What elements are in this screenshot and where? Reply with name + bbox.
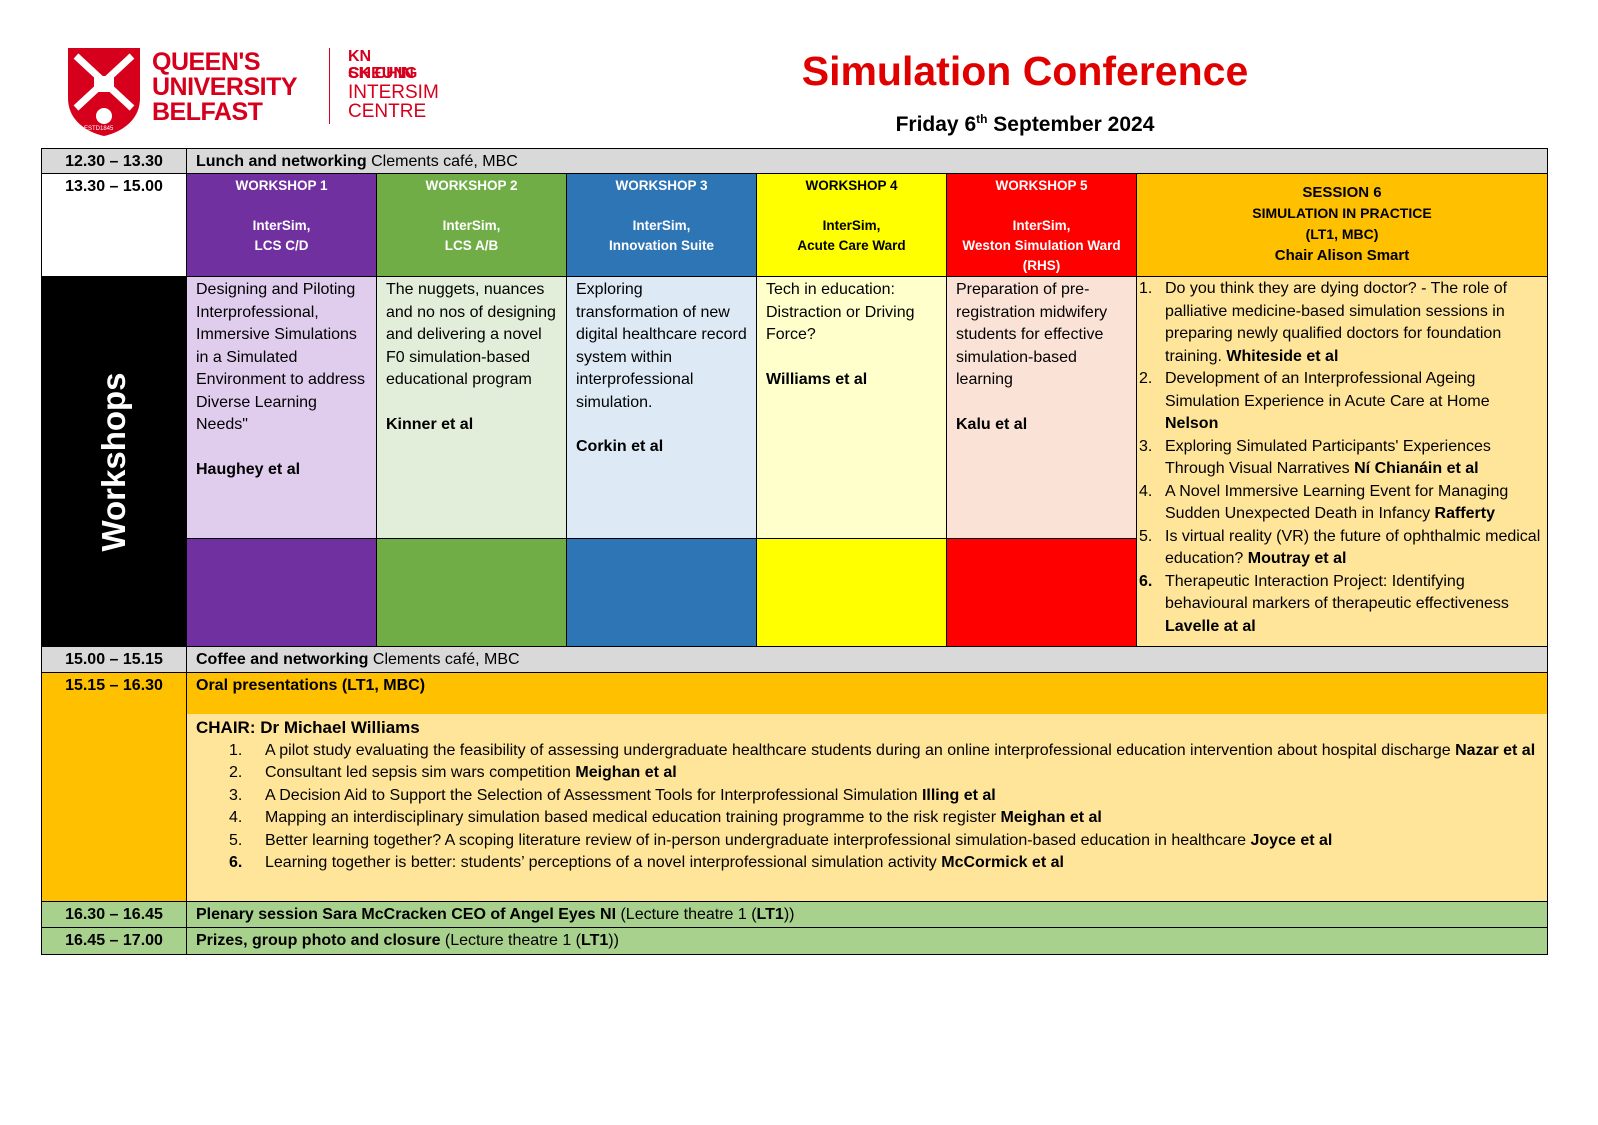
workshop-4-body: Tech in education: Distraction or Drivin… bbox=[756, 276, 947, 539]
centre-line-1: KN CHEUNG bbox=[348, 48, 418, 82]
coffee-row: Coffee and networking Clements café, MBC bbox=[186, 646, 1548, 673]
workshop-5-color-block bbox=[946, 538, 1137, 647]
university-logo: ESTD1845 QUEEN'S UNIVERSITY BELFAST KN C… bbox=[64, 46, 444, 138]
list-item: 6.Therapeutic Interaction Project: Ident… bbox=[1139, 572, 1509, 635]
session-6-list: 1.Do you think they are dying doctor? - … bbox=[1136, 276, 1548, 647]
time-cell: 16.30 – 16.45 bbox=[41, 901, 187, 928]
lunch-row: Lunch and networking Clements café, MBC bbox=[186, 148, 1548, 174]
crest-icon bbox=[68, 48, 140, 136]
list-item: 6.Learning together is better: students’… bbox=[229, 854, 1064, 871]
crest-text: ESTD1845 bbox=[84, 126, 114, 132]
logo-line-1: QUEEN'S bbox=[152, 48, 261, 76]
list-item: 1.A pilot study evaluating the feasibili… bbox=[229, 741, 1536, 759]
logo-line-3: BELFAST bbox=[152, 98, 263, 126]
page-title: Simulation Conference bbox=[801, 48, 1249, 94]
list-item: 2.Consultant led sepsis sim wars competi… bbox=[229, 764, 677, 781]
list-item: 3.Exploring Simulated Participants' Expe… bbox=[1139, 437, 1491, 478]
workshop-3-body: Exploring transformation of new digital … bbox=[566, 276, 757, 539]
list-item: 3.A Decision Aid to Support the Selectio… bbox=[229, 786, 996, 804]
workshops-side-label: Workshops bbox=[41, 276, 187, 647]
time-cell: 15.15 – 16.30 bbox=[41, 672, 187, 902]
workshop-1-color-block bbox=[186, 538, 377, 647]
plenary-row: Plenary session Sara McCracken CEO of An… bbox=[186, 901, 1548, 928]
centre-line-4: CENTRE bbox=[348, 101, 427, 122]
workshop-1-body: Designing and Piloting Interprofessional… bbox=[186, 276, 377, 539]
time-cell: 13.30 – 15.00 bbox=[41, 173, 187, 277]
workshop-5-body: Preparation of pre-registration midwifer… bbox=[946, 276, 1137, 539]
time-cell: 15.00 – 15.15 bbox=[41, 646, 187, 673]
centre-line-3: INTERSIM bbox=[348, 82, 439, 103]
logo-line-2: UNIVERSITY bbox=[152, 73, 298, 101]
list-item: 4.A Novel Immersive Learning Event for M… bbox=[1139, 482, 1509, 523]
list-item: 1.Do you think they are dying doctor? - … bbox=[1139, 280, 1508, 365]
list-item: 2.Development of an Interprofessional Ag… bbox=[1139, 370, 1490, 432]
oral-heading: Oral presentations (LT1, MBC) bbox=[186, 672, 1548, 715]
workshop-3-color-block bbox=[566, 538, 757, 647]
list-item: 5.Is virtual reality (VR) the future of … bbox=[1139, 527, 1541, 568]
workshop-2-color-block bbox=[376, 538, 567, 647]
workshop-2-body: The nuggets, nuances and no nos of desig… bbox=[376, 276, 567, 539]
prizes-row: Prizes, group photo and closure (Lecture… bbox=[186, 927, 1548, 955]
centre-line-2: SK CHIN bbox=[348, 65, 414, 82]
logo-divider bbox=[329, 48, 330, 124]
list-item: 4.Mapping an interdisciplinary simulatio… bbox=[229, 809, 1102, 826]
time-cell: 16.45 – 17.00 bbox=[41, 927, 187, 955]
page-date: Friday 6th September 2024 bbox=[895, 112, 1155, 136]
workshop-4-color-block bbox=[756, 538, 947, 647]
oral-presentations-list: CHAIR: Dr Michael Williams 1.A pilot stu… bbox=[186, 714, 1548, 902]
time-cell: 12.30 – 13.30 bbox=[41, 148, 187, 174]
list-item: 5.Better learning together? A scoping li… bbox=[229, 831, 1333, 849]
